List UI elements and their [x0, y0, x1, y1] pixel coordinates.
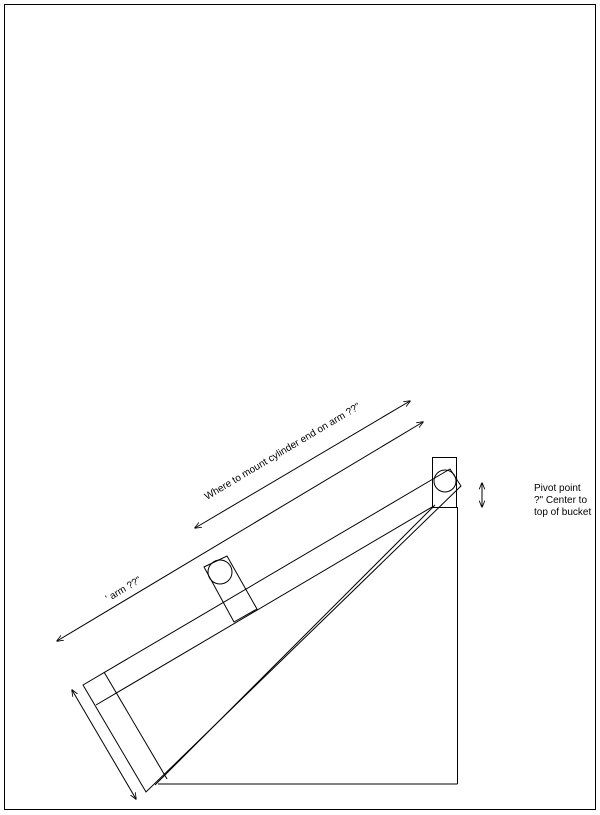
arm-dimension-line: [57, 422, 423, 641]
pivot-note-line-1: Pivot point: [534, 483, 581, 494]
pivot-note-line-2: ?" Center to: [534, 495, 587, 506]
cylinder-mount-pin: [207, 559, 233, 585]
arm-length-label: ' arm ??": [104, 575, 144, 605]
pivot-pin: [433, 469, 457, 493]
pivot-bracket: [432, 457, 457, 508]
page-border: [4, 4, 596, 810]
arm: [82, 468, 462, 793]
mount-location-label: Where to mount cylinder end on arm ??": [203, 401, 363, 502]
mount-dimension-line: [195, 401, 410, 528]
arm-end-cap-line: [103, 671, 168, 780]
pivot-note-line-3: top of bucket: [534, 507, 591, 518]
arm-width-dimension-line: [72, 690, 136, 799]
